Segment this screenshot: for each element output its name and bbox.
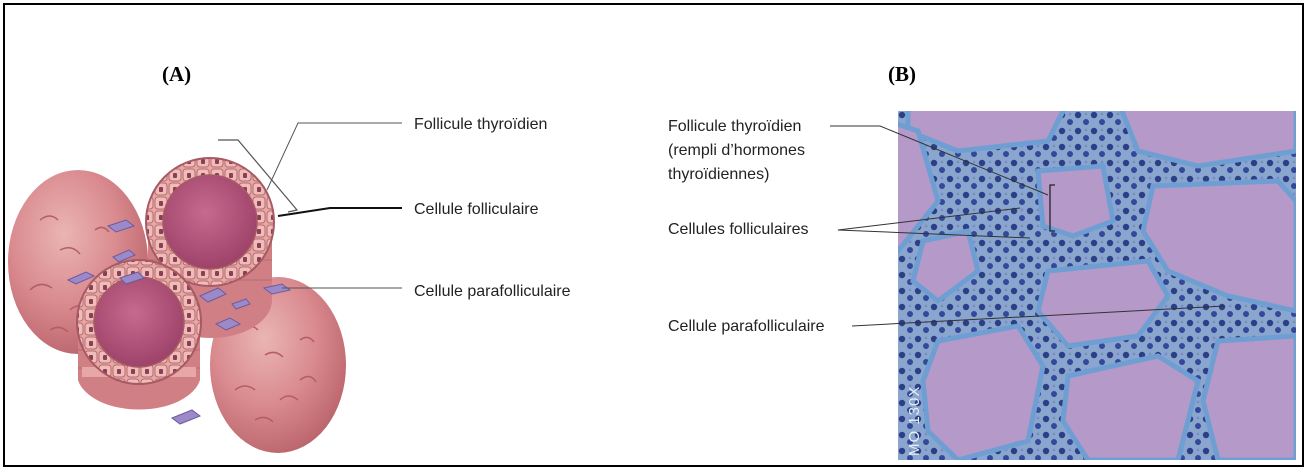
callout-follicle-b-line3: thyroïdiennes) xyxy=(668,164,769,185)
follicular-cells-leader-b2 xyxy=(838,230,1030,238)
callout-follicle-b-line2: (rempli d’hormones xyxy=(668,140,805,161)
magnification-label: MO 130X xyxy=(904,382,926,458)
follicular-cells-leader-b1 xyxy=(838,208,1020,230)
follicle-leader-b xyxy=(830,126,1048,195)
magnification-text: MO 130X xyxy=(906,386,923,456)
parafollicular-leader-b xyxy=(852,306,1225,326)
callout-parafollicular-cell-b: Cellule parafolliculaire xyxy=(668,316,825,337)
callout-follicle-b-line1: Follicule thyroïdien xyxy=(668,116,801,137)
callout-follicular-cells-b: Cellules folliculaires xyxy=(668,219,809,240)
